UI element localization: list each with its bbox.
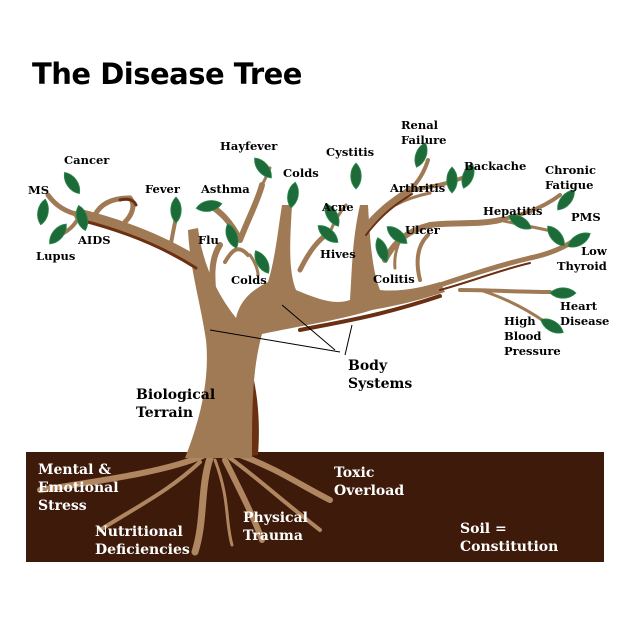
label-backache: Backache (464, 159, 527, 173)
leaf (63, 171, 81, 195)
label-renal-failure: Renal Failure (401, 118, 446, 148)
label-high-blood-pressure: High Blood Pressure (504, 314, 561, 359)
label-flu: Flu (198, 233, 219, 247)
trauma-line-2: Trauma (243, 528, 303, 544)
leaf (254, 157, 272, 179)
toxic-line-1: Toxic (334, 465, 375, 481)
label-lupus: Lupus (36, 249, 76, 263)
soil-line-1: Soil = (460, 521, 507, 537)
label-hives: Hives (320, 247, 356, 261)
leaf (540, 318, 564, 334)
renal-line-2: Failure (401, 133, 447, 147)
label-low-thyroid: Low Thyroid (557, 244, 607, 274)
leaf (287, 181, 299, 209)
toxic-line-2: Overload (334, 483, 405, 499)
hbp-line-2: Blood (504, 329, 542, 343)
label-nutritional-deficiencies: Nutritional Deficiencies (95, 523, 190, 559)
leaf (557, 189, 575, 211)
label-fever: Fever (145, 182, 180, 196)
soil-ground (26, 452, 604, 562)
roots (37, 452, 333, 556)
leaf (461, 163, 475, 189)
label-colds-lower: Colds (231, 273, 267, 287)
leaf (375, 237, 389, 263)
terrain-line-1: Biological (136, 387, 216, 403)
label-physical-trauma: Physical Trauma (243, 509, 308, 545)
label-hepatitis: Hepatitis (483, 204, 543, 218)
label-colds-upper: Colds (283, 166, 319, 180)
label-aids: AIDS (78, 233, 111, 247)
label-colitis: Colitis (373, 272, 415, 286)
soil-line-2: Constitution (460, 539, 559, 555)
nutrition-line-2: Deficiencies (95, 542, 190, 558)
chronic-line-2: Fatigue (545, 178, 594, 192)
thyroid-line-2: Thyroid (557, 259, 607, 273)
leaf (170, 196, 182, 224)
leaf (446, 166, 458, 194)
trauma-line-1: Physical (243, 510, 308, 526)
leaf (225, 223, 239, 249)
thyroid-line-1: Low (581, 244, 607, 258)
terrain-line-2: Terrain (136, 405, 194, 421)
leaf (254, 250, 270, 274)
label-soil-constitution: Soil = Constitution (460, 520, 558, 556)
stress-line-1: Mental & (38, 462, 111, 478)
leaf (567, 232, 591, 248)
label-heart-disease: Heart Disease (560, 299, 609, 329)
label-arthritis: Arthritis (390, 181, 446, 195)
leaf (508, 214, 532, 230)
label-cancer: Cancer (64, 153, 110, 167)
leaf (414, 142, 428, 168)
stress-line-2: Emotional (38, 480, 119, 496)
branch-shadows (78, 193, 531, 332)
leaf (386, 226, 408, 244)
leaf (75, 204, 89, 232)
leaves (37, 142, 591, 334)
label-mental-emotional-stress: Mental & Emotional Stress (38, 461, 119, 515)
label-cystitis: Cystitis (326, 145, 375, 159)
label-chronic-fatigue: Chronic Fatigue (545, 163, 596, 193)
page-title: The Disease Tree (32, 57, 302, 91)
body-systems-pointers (209, 304, 353, 356)
leaf (549, 287, 577, 299)
label-hayfever: Hayfever (220, 139, 278, 153)
leaf (317, 225, 339, 243)
leaf (547, 225, 565, 247)
label-asthma: Asthma (201, 182, 250, 196)
hbp-line-3: Pressure (504, 344, 561, 358)
leaf (350, 162, 362, 190)
leaf (195, 200, 223, 212)
hbp-line-1: High (504, 314, 536, 328)
label-ms: MS (28, 183, 50, 197)
chronic-line-1: Chronic (545, 163, 596, 177)
nutrition-line-1: Nutritional (95, 524, 183, 540)
leaf (324, 203, 340, 227)
label-pms: PMS (571, 210, 601, 224)
heart-line-2: Disease (560, 314, 610, 328)
heart-line-1: Heart (560, 299, 598, 313)
body-systems-line-1: Body (348, 358, 388, 374)
leaf (37, 198, 49, 226)
label-biological-terrain: Biological Terrain (136, 386, 215, 422)
body-systems-line-2: Systems (348, 376, 413, 392)
label-acne: Acne (322, 200, 354, 214)
label-ulcer: Ulcer (405, 223, 440, 237)
label-body-systems: Body Systems (348, 357, 412, 393)
label-toxic-overload: Toxic Overload (334, 464, 404, 500)
stress-line-3: Stress (38, 498, 87, 514)
renal-line-1: Renal (401, 118, 439, 132)
leaf (49, 223, 67, 245)
trunk (185, 205, 445, 458)
